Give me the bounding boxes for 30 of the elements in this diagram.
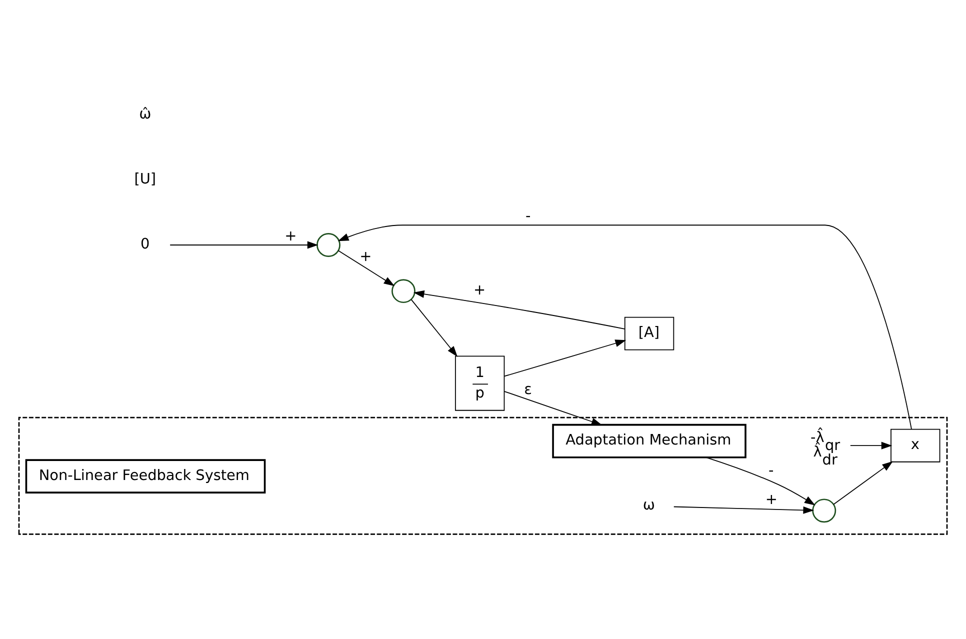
node-circle: [812, 498, 836, 522]
arrow: [338, 224, 912, 429]
arrow: [413, 290, 626, 329]
edge-label: -: [768, 462, 774, 479]
arrow: [850, 441, 892, 449]
arrow: [410, 298, 458, 356]
arrow: [706, 456, 816, 505]
node-box: x: [890, 428, 940, 462]
node-box: [A]: [624, 316, 674, 350]
node-box: Adaptation Mechanism: [552, 423, 746, 458]
node-circle: [316, 232, 340, 256]
node-box: 1 p: [454, 355, 505, 410]
edge-label: +: [765, 492, 778, 508]
node-text: ω: [642, 497, 656, 514]
node-circle: [392, 278, 416, 303]
arrow: [504, 390, 602, 425]
node-text: 0: [140, 236, 150, 252]
arrow: [673, 506, 814, 514]
edge-label: +: [360, 248, 372, 265]
label: [U]: [134, 170, 156, 187]
edge-label: +: [284, 228, 297, 244]
arrow: [504, 339, 626, 376]
arrow: [833, 460, 893, 504]
arrow: [170, 240, 318, 248]
node-box: Non-Linear Feedback System: [25, 458, 266, 493]
arrow: [338, 250, 395, 286]
edge-label: ε: [524, 381, 532, 398]
edge-label: +: [474, 282, 486, 298]
label: ω̂: [139, 106, 152, 122]
edge-label: -: [525, 208, 531, 224]
